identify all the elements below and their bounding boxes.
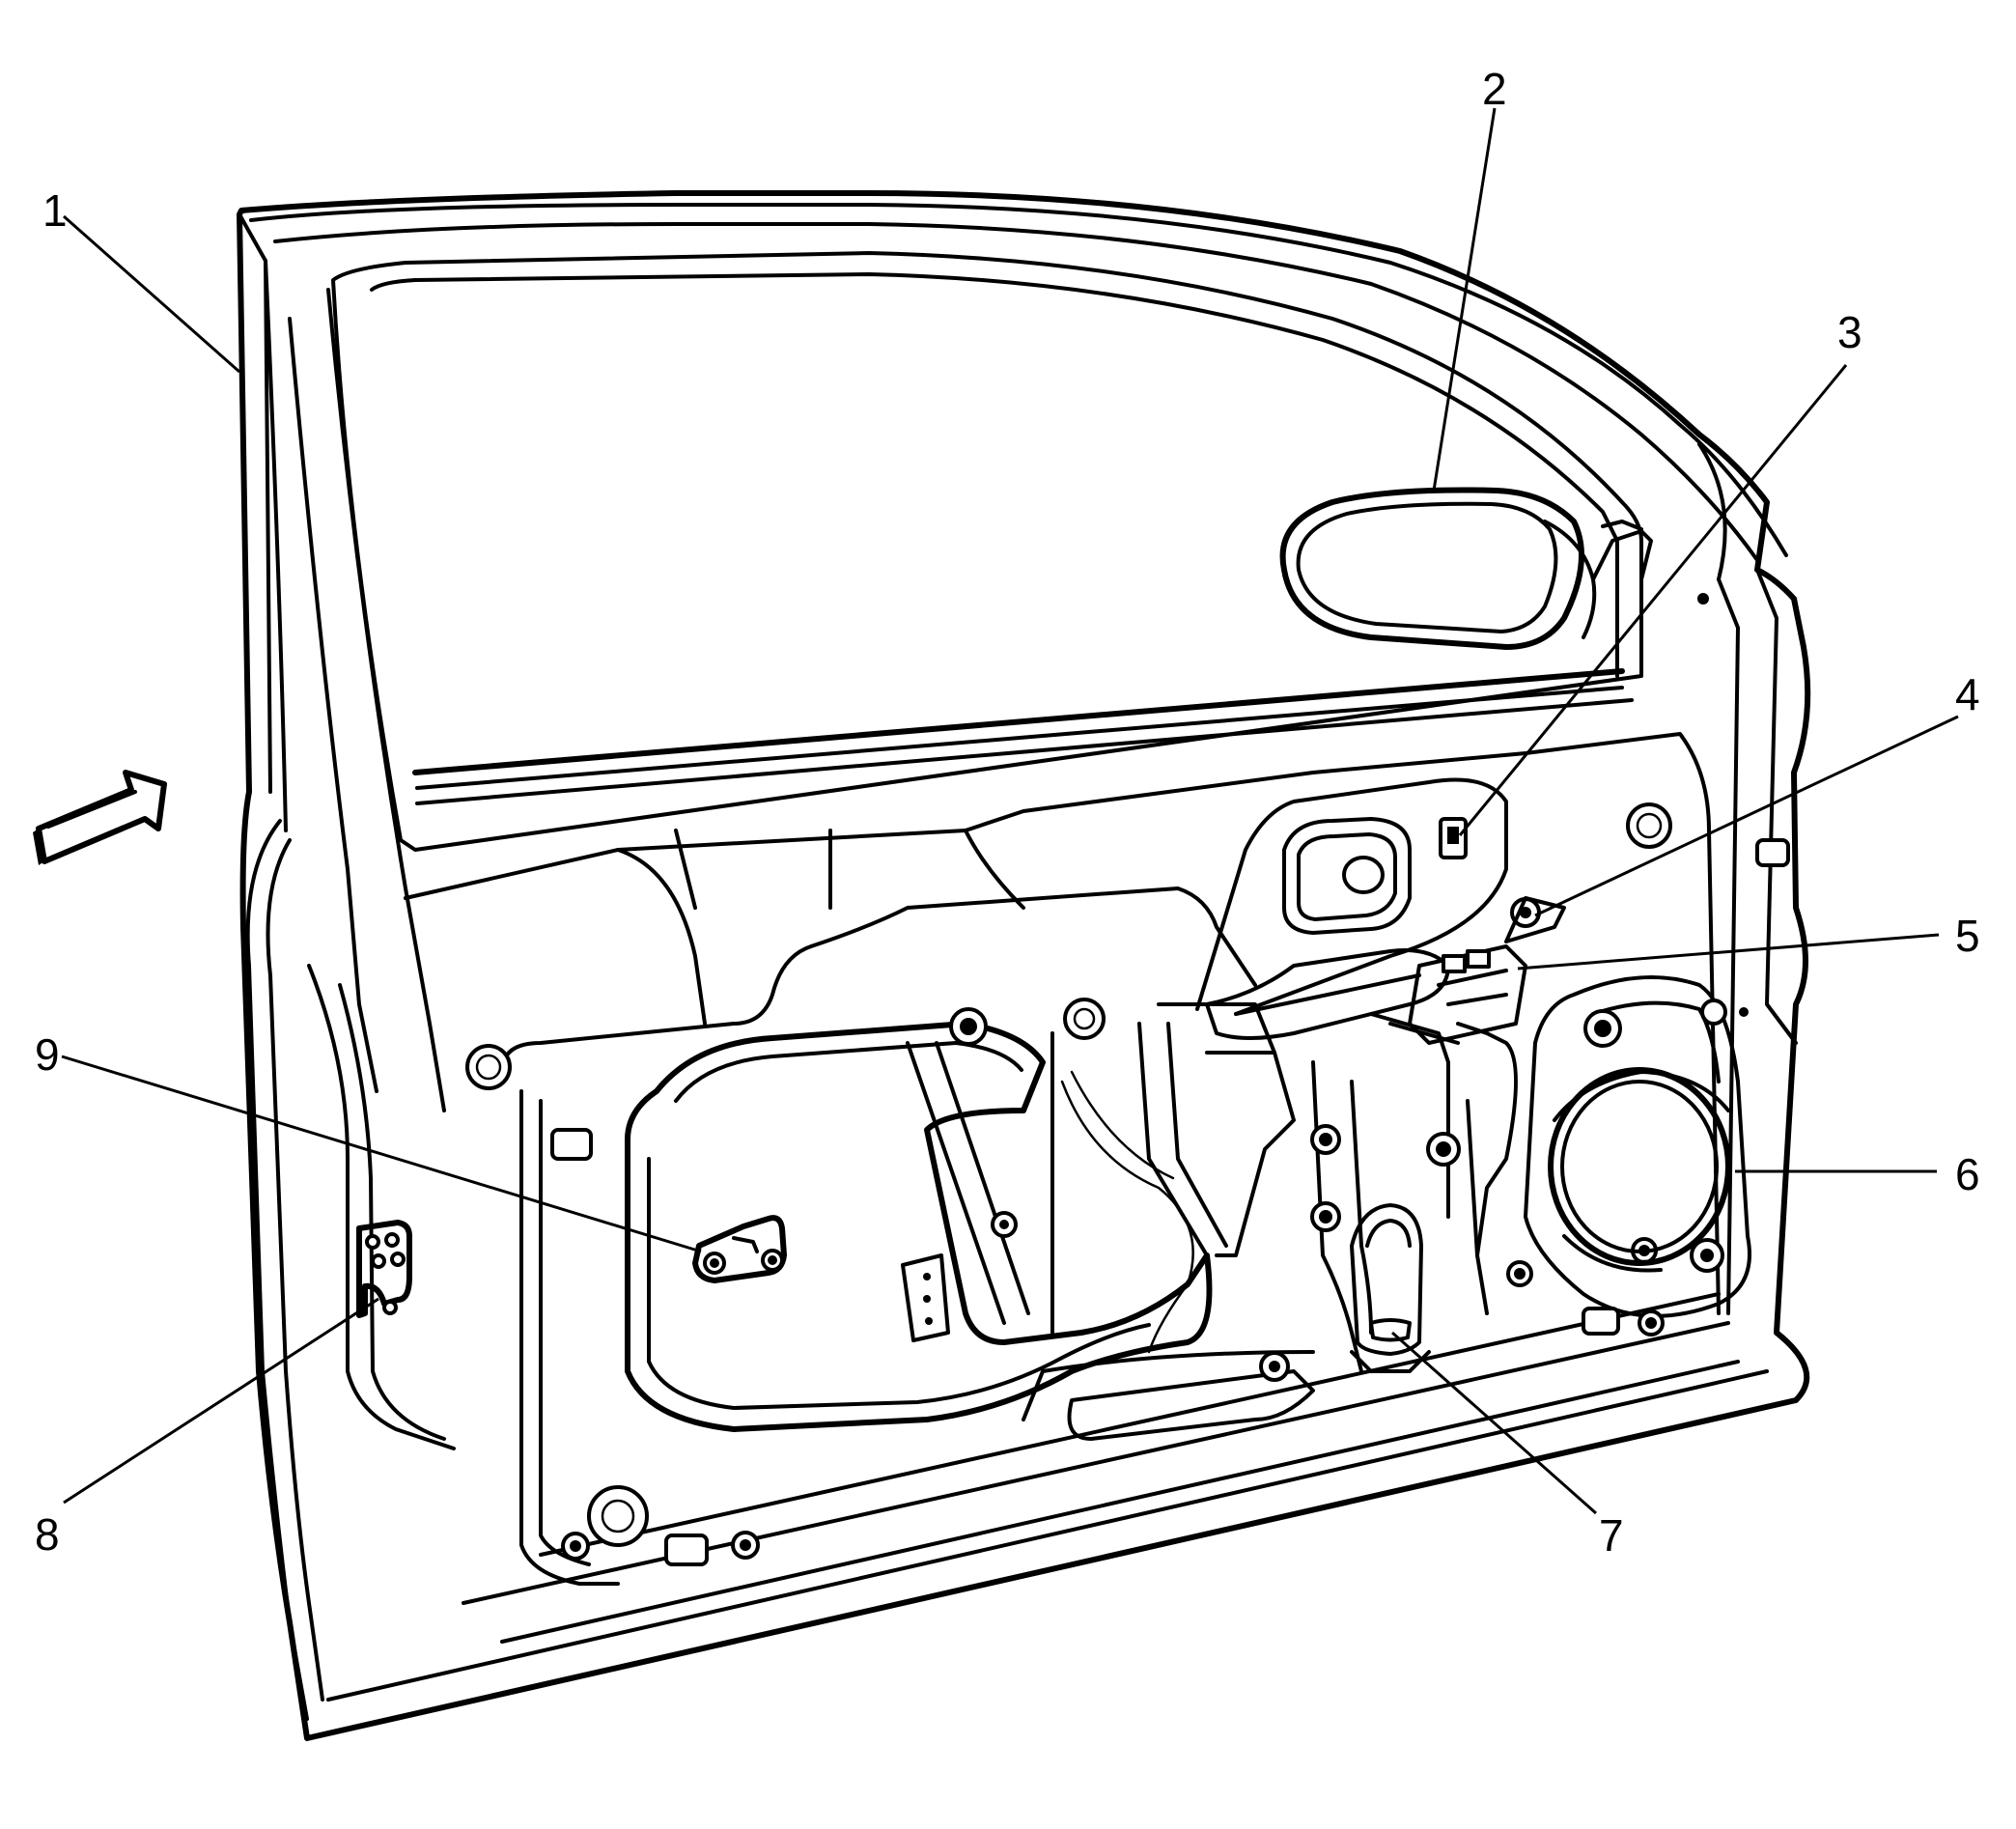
callout-4: 4: [1955, 669, 1980, 719]
speaker: [1548, 1067, 1731, 1273]
outside-mirror: [1279, 487, 1653, 659]
callout-labels: 1 2 3 4 5 6 7 8 9: [35, 64, 1980, 1561]
actuator-bracket: [692, 1215, 950, 1342]
lower-bracket: [1350, 1203, 1431, 1373]
callout-2: 2: [1482, 64, 1507, 114]
callout-8: 8: [35, 1509, 60, 1560]
callout-6: 6: [1955, 1149, 1980, 1199]
callout-leaders: [61, 107, 1959, 1515]
door-shell: [237, 190, 1811, 1741]
callout-3: 3: [1837, 307, 1862, 357]
callout-5: 5: [1955, 911, 1980, 961]
hinge-plate: [356, 1220, 412, 1318]
callout-1: 1: [42, 185, 68, 236]
fasteners: [465, 593, 1790, 1566]
callout-7: 7: [1599, 1510, 1624, 1561]
callout-9: 9: [35, 1029, 60, 1080]
inside-handle-area: [1195, 777, 1566, 1045]
arrow-right-up-icon: [33, 770, 167, 865]
